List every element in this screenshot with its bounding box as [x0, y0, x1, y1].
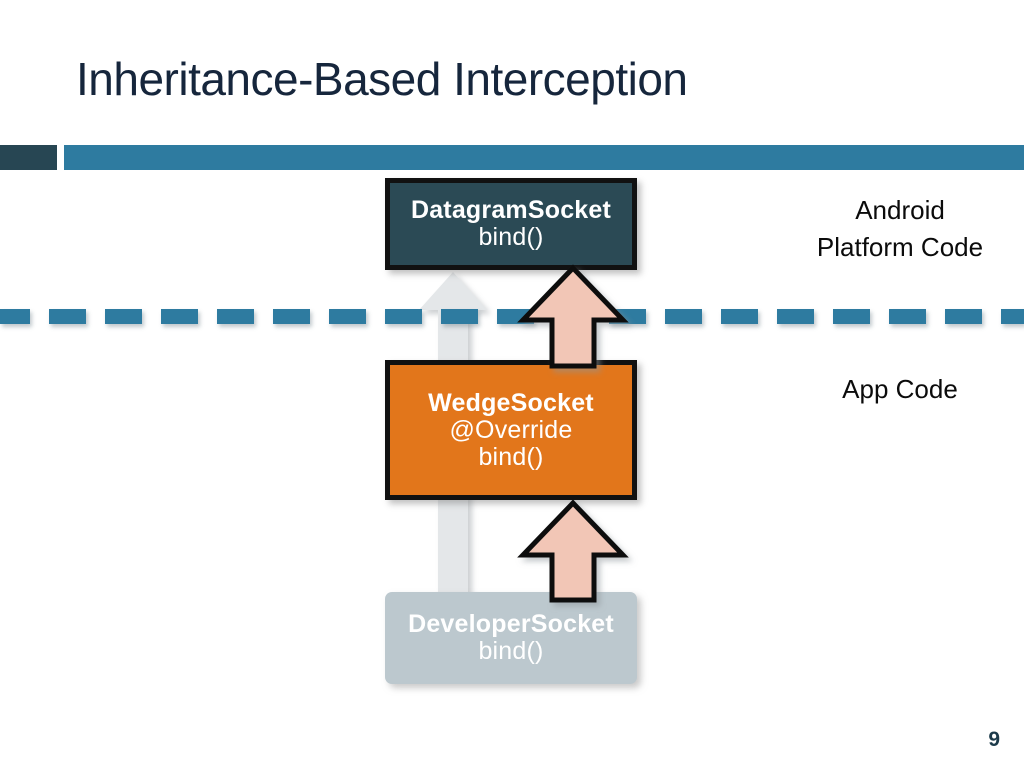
arrow-developer-to-wedge [517, 499, 629, 603]
node-title: WedgeSocket [428, 388, 594, 417]
separator-dash [1001, 309, 1024, 324]
node-developer-socket[interactable]: DeveloperSocket bind() [385, 592, 637, 684]
separator-dash [217, 309, 254, 324]
node-method: bind() [478, 637, 544, 665]
separator-dash [665, 309, 702, 324]
node-method: bind() [478, 223, 544, 251]
node-annotation: @Override [449, 415, 573, 444]
node-title: DatagramSocket [410, 196, 612, 224]
separator-dash [441, 309, 478, 324]
separator-dash [105, 309, 142, 324]
page-number: 9 [988, 728, 1000, 751]
title-divider-accent-square [0, 145, 57, 170]
node-title: DeveloperSocket [408, 610, 614, 638]
region-label-platform-code: Android Platform Code [788, 192, 1012, 266]
node-method: bind() [478, 442, 544, 471]
separator-dash [721, 309, 758, 324]
arrow-wedge-to-datagram [517, 264, 629, 369]
separator-dash [945, 309, 982, 324]
separator-dash [385, 309, 422, 324]
platform-app-separator [0, 309, 1024, 324]
separator-dash [49, 309, 86, 324]
page-title: Inheritance-Based Interception [76, 53, 688, 105]
title-divider-bar [64, 145, 1024, 170]
separator-dash [777, 309, 814, 324]
node-datagram-socket[interactable]: DatagramSocket bind() [385, 178, 637, 270]
node-wedge-socket[interactable]: WedgeSocket @Override bind() [385, 360, 637, 500]
region-label-line1: Android [855, 195, 945, 225]
separator-dash [0, 309, 30, 324]
separator-dash [273, 309, 310, 324]
separator-dash [329, 309, 366, 324]
region-label-app-code: App Code [788, 371, 1012, 408]
separator-dash [889, 309, 926, 324]
region-label-line1: App Code [842, 374, 958, 404]
region-label-line2: Platform Code [816, 231, 984, 262]
separator-dash [161, 309, 198, 324]
separator-dash [833, 309, 870, 324]
